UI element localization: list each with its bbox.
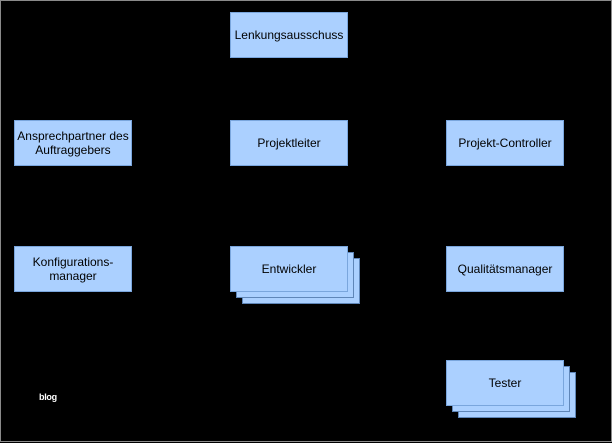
node-developer: Entwickler (230, 246, 348, 292)
node-client-contact-label: Ansprechpartner des Auftraggebers (17, 129, 129, 157)
node-client-contact: Ansprechpartner des Auftraggebers (14, 120, 132, 166)
node-project-lead: Projektleiter (230, 120, 348, 166)
node-tester-label: Tester (488, 376, 522, 390)
node-config-manager: Konfigurations- manager (14, 246, 132, 292)
link-lead-qa (289, 200, 506, 246)
node-project-controller-label: Projekt-Controller (458, 136, 552, 150)
node-qa-manager: Qualitätsmanager (446, 246, 564, 292)
node-project-controller: Projekt-Controller (446, 120, 564, 166)
link-lead-config (72, 200, 289, 246)
node-config-manager-label: Konfigurations- manager (32, 255, 114, 283)
node-developer-label: Entwickler (261, 262, 317, 276)
node-steering-committee: Lenkungsausschuss (230, 12, 348, 58)
node-steering-committee-label: Lenkungsausschuss (234, 28, 344, 42)
node-project-lead-label: Projektleiter (257, 136, 321, 150)
watermark-text: blog (39, 392, 57, 402)
node-qa-manager-label: Qualitätsmanager (457, 262, 553, 276)
node-tester: Tester (446, 360, 564, 406)
